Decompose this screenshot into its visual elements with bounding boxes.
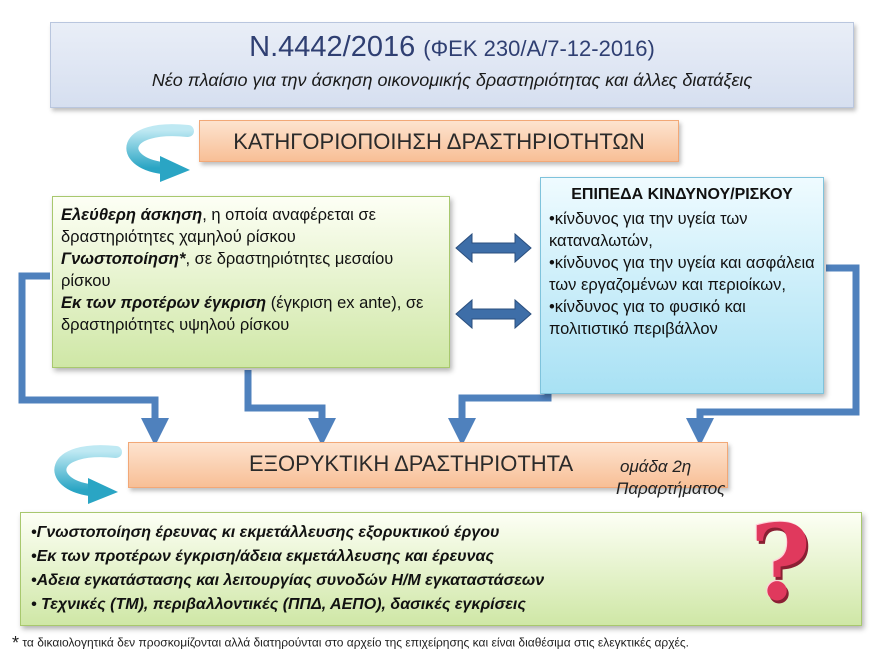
law-number: Ν.4442/2016	[249, 31, 416, 63]
arrow-right-outer	[686, 264, 860, 446]
double-arrow-icon	[455, 232, 532, 264]
page-subtitle: Νέο πλαίσιο για την άσκηση οικονομικής δ…	[151, 70, 753, 90]
curved-arrow-icon	[54, 445, 122, 504]
question-mark-icon: ?	[750, 501, 811, 624]
requirement-item: • Τεχνικές (ΤΜ), περιβαλλοντικές (ΠΠΔ, Α…	[31, 596, 526, 613]
footnote: * τα δικαιολογητικά δεν προσκομίζονται α…	[12, 633, 689, 654]
risk-item: •κίνδυνος για το φυσικό και πολιτιστικό …	[549, 298, 746, 338]
categorization-box: ΚΑΤΗΓΟΡΙΟΠΟΙΗΣΗ ΔΡΑΣΤΗΡΙΟΤΗΤΩΝ	[199, 120, 679, 162]
risk-item: •κίνδυνος για την υγεία και ασφάλεια των…	[549, 254, 815, 294]
group-note-line2: Παραρτήματος	[616, 479, 726, 498]
requirement-item: •Αδεια εγκατάστασης και λειτουργίας συνο…	[31, 572, 545, 589]
curved-arrow-icon	[126, 124, 194, 182]
footnote-star: *	[12, 633, 20, 653]
regime-item: Ελεύθερη άσκηση, η οποία αναφέρεται σε δ…	[61, 206, 376, 246]
regimes-box: Ελεύθερη άσκηση, η οποία αναφέρεται σε δ…	[52, 196, 450, 368]
requirement-item: •Γνωστοποίηση έρευνας κι εκμετάλλευσης ε…	[31, 524, 500, 541]
gazette-reference: (ΦΕΚ 230/Α/7-12-2016)	[423, 36, 655, 61]
footnote-text: τα δικαιολογητικά δεν προσκομίζονται αλλ…	[22, 635, 690, 650]
extraction-box: ΕΞΟΡΥΚΤΙΚΗ ΔΡΑΣΤΗΡΙΟΤΗΤΑ	[128, 442, 728, 488]
arrow-left-inner	[244, 370, 336, 446]
title-banner: Ν.4442/2016 (ΦΕΚ 230/Α/7-12-2016) Νέο πλ…	[50, 22, 854, 108]
requirements-box: •Γνωστοποίηση έρευνας κι εκμετάλλευσης ε…	[20, 512, 862, 626]
risk-item: •κίνδυνος για την υγεία των καταναλωτών,	[549, 210, 748, 250]
double-arrow-icon	[455, 298, 532, 330]
annex-group-note: ομάδα 2η Παραρτήματος	[616, 456, 725, 500]
risk-levels-box: ΕΠΙΠΕΔΑ ΚΙΝΔΥΝΟΥ/ΡΙΣΚΟΥ •κίνδυνος για τη…	[540, 177, 824, 394]
arrow-left-outer	[18, 272, 169, 446]
page-title: Ν.4442/2016 (ΦΕΚ 230/Α/7-12-2016)	[51, 31, 853, 64]
group-note-line1: ομάδα 2η	[620, 457, 692, 476]
extraction-label: ΕΞΟΡΥΚΤΙΚΗ ΔΡΑΣΤΗΡΙΟΤΗΤΑ	[249, 451, 574, 476]
risk-levels-title: ΕΠΙΠΕΔΑ ΚΙΝΔΥΝΟΥ/ΡΙΣΚΟΥ	[571, 186, 793, 203]
regime-item: Γνωστοποίηση*, σε δραστηριότητες μεσαίου…	[61, 250, 394, 290]
requirement-item: •Εκ των προτέρων έγκριση/άδεια εκμετάλλε…	[31, 548, 494, 565]
regime-item: Εκ των προτέρων έγκριση (έγκριση ex ante…	[61, 294, 424, 334]
